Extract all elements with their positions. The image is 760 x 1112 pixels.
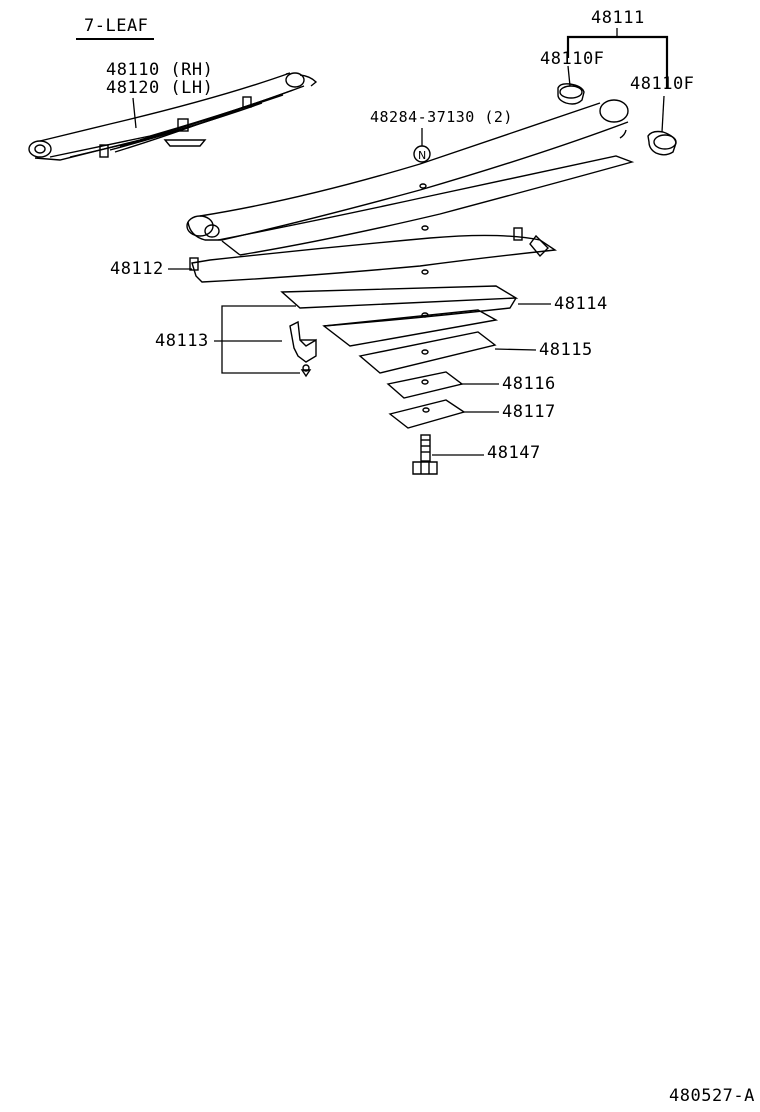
part-label-48116[interactable]: 48116 xyxy=(502,374,556,394)
leader-48115 xyxy=(494,348,537,351)
part-label-48117[interactable]: 48117 xyxy=(502,402,556,422)
bushing-left-drawing[interactable] xyxy=(557,83,585,105)
nut-drawing[interactable] xyxy=(413,145,431,163)
leader-bushing-right xyxy=(661,95,665,133)
part-label-nut-ref[interactable]: 48284-37130 (2) xyxy=(370,108,513,126)
part-label-48112[interactable]: 48112 xyxy=(110,259,164,279)
variant-label: 7-LEAF xyxy=(84,16,149,36)
variant-label-underline xyxy=(76,38,154,40)
part-label-48115[interactable]: 48115 xyxy=(539,340,593,360)
nut-symbol: N xyxy=(418,149,426,162)
part-label-48114[interactable]: 48114 xyxy=(554,294,608,314)
figure-code: 480527-A xyxy=(669,1086,755,1106)
main-leaf-48111-drawing[interactable] xyxy=(186,99,629,241)
leaf-48114-drawing[interactable] xyxy=(280,285,519,327)
leaf-48112-drawing[interactable] xyxy=(217,155,635,256)
leader-48111-bracket xyxy=(566,35,669,88)
part-label-48111[interactable]: 48111 xyxy=(591,8,645,28)
clip-48113-drawing[interactable] xyxy=(289,320,317,378)
part-label-48113[interactable]: 48113 xyxy=(155,331,209,351)
leader-lines xyxy=(132,28,669,456)
part-label-bushing-left[interactable]: 48110F xyxy=(540,49,605,69)
leader-bushing-left xyxy=(567,65,571,87)
leaf-48116-drawing[interactable] xyxy=(386,371,464,399)
part-label-48147[interactable]: 48147 xyxy=(487,443,541,463)
part-label-bushing-right[interactable]: 48110F xyxy=(630,74,695,94)
center-bolt-drawing[interactable] xyxy=(412,434,438,475)
part-label-48120[interactable]: 48120 (LH) xyxy=(106,78,214,98)
leader-48110 xyxy=(132,97,137,129)
bushing-right-drawing[interactable] xyxy=(647,130,677,156)
part-label-48110[interactable]: 48110 (RH) xyxy=(106,60,214,80)
leader-48113-bracket xyxy=(221,305,300,374)
leaf-48117-drawing[interactable] xyxy=(388,399,466,429)
leaf-clip-drawing[interactable] xyxy=(189,227,557,283)
spring-assembly-drawing[interactable] xyxy=(28,72,318,161)
leaf-48115-drawing[interactable] xyxy=(322,309,499,374)
